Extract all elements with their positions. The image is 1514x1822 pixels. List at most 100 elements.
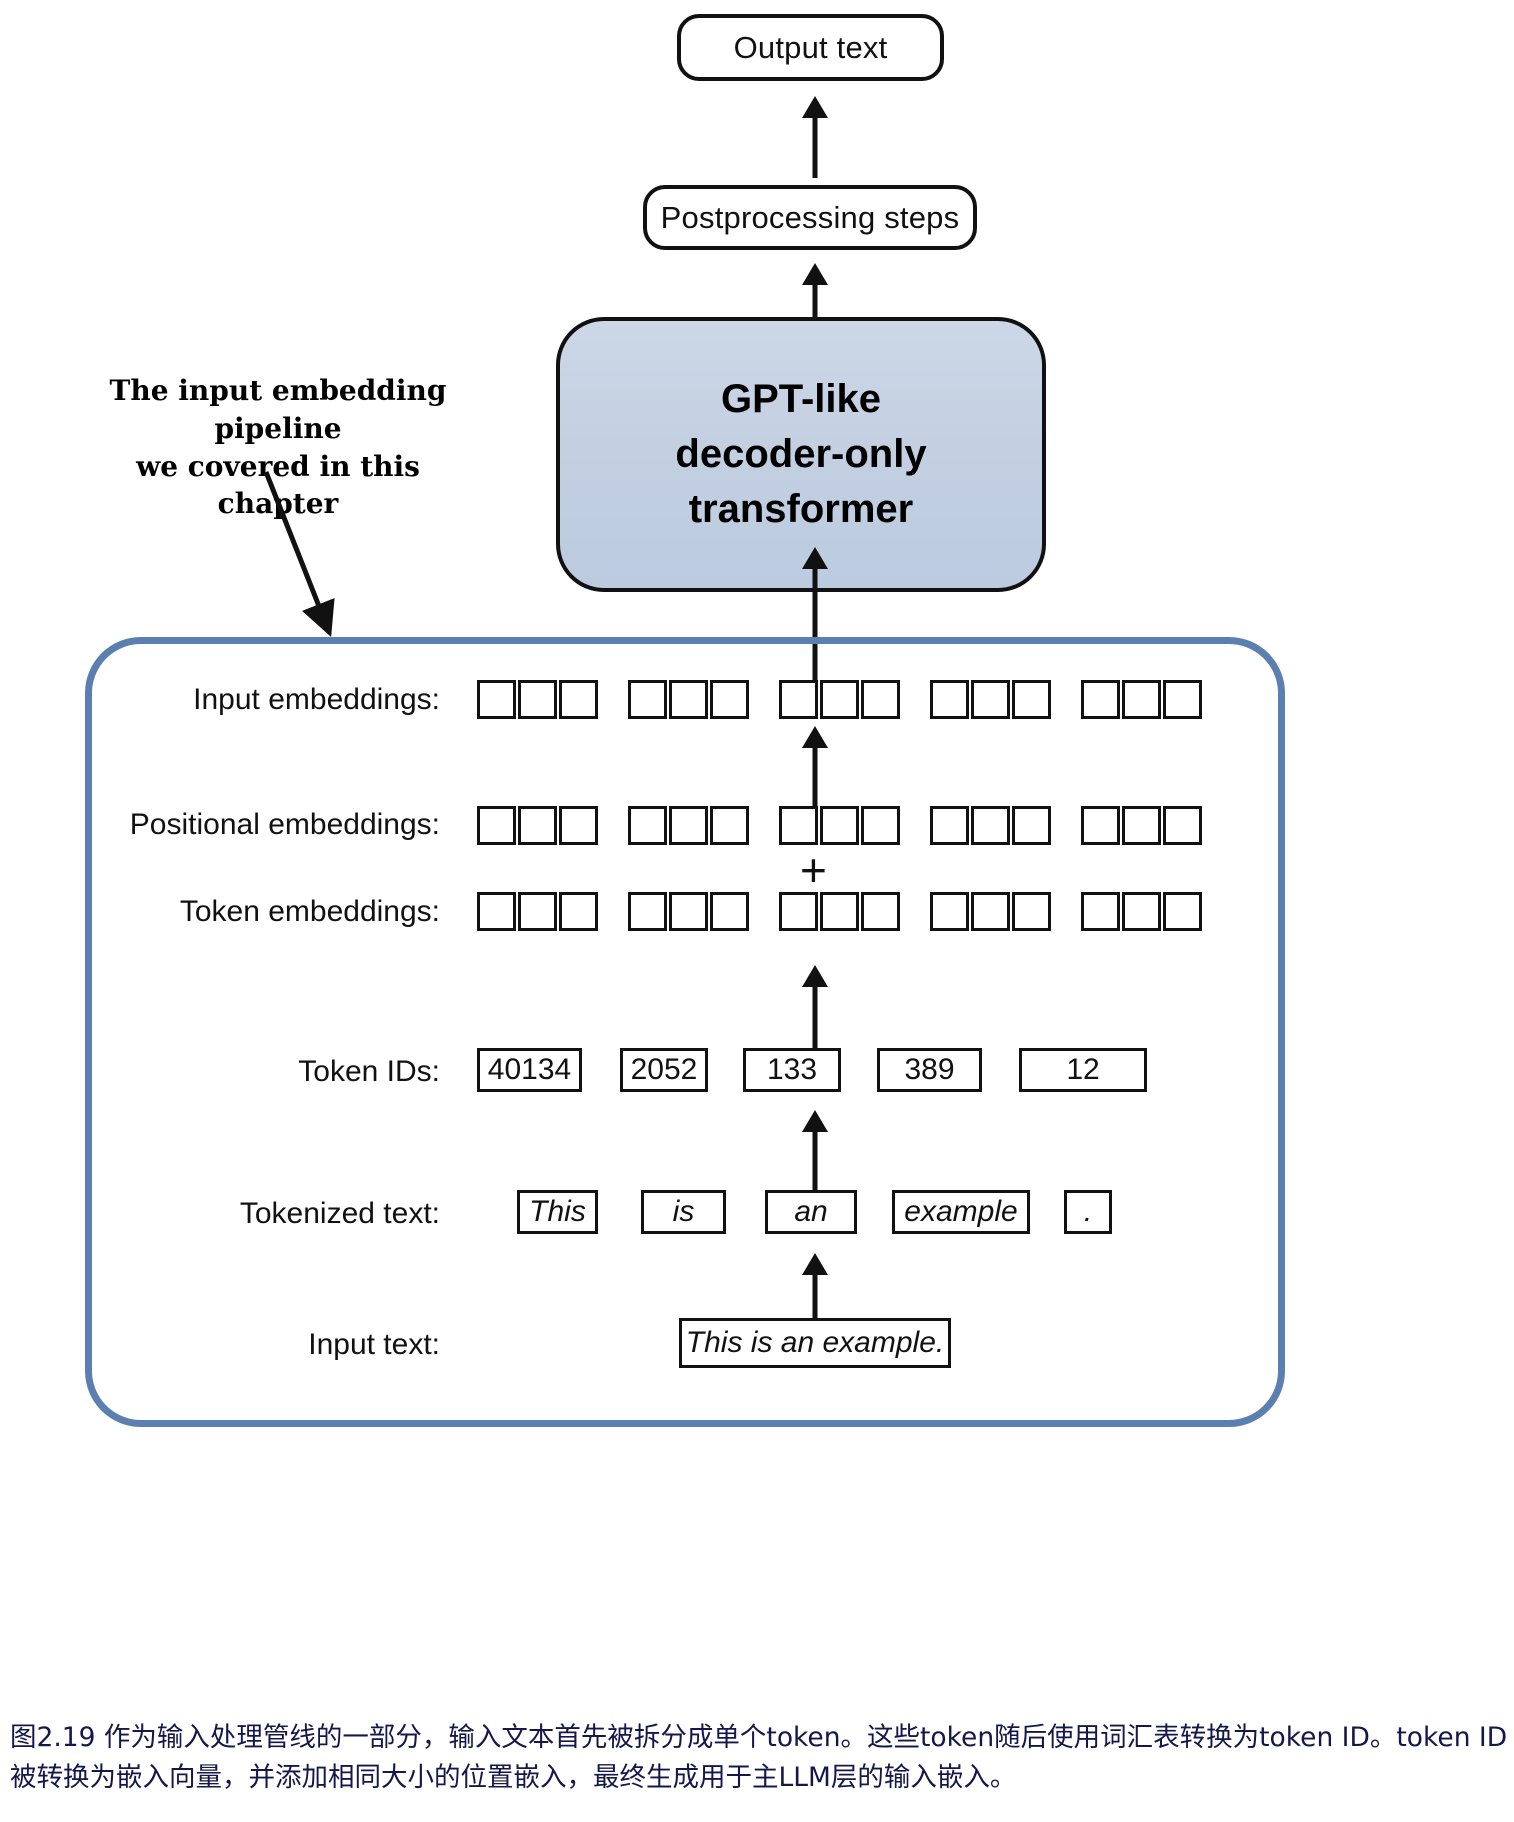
embedding-cell [710,806,749,845]
embedding-cell [820,680,859,719]
embedding-cell [1122,806,1161,845]
embedding-cell [559,680,598,719]
arrow-sum-to-input-embeddings [800,726,830,808]
arrowhead-icon [802,96,828,118]
postprocessing-steps-box: Postprocessing steps [643,185,977,250]
embedding-cell [518,806,557,845]
embedding-cell [861,680,900,719]
embedding-cell [1012,680,1051,719]
arrow-shaft [812,746,818,808]
embedding-cell [930,680,969,719]
embedding-cell [930,892,969,931]
embedding-cell [1122,680,1161,719]
embedding-cell [820,806,859,845]
row-label-token-embeddings: Token embeddings: [179,895,440,928]
embedding-cell [710,680,749,719]
arrow-inputtext-to-tokenized [800,1253,830,1335]
token-id-value: 389 [904,1053,955,1086]
token-id-value: 2052 [630,1053,698,1086]
token-id-box: 389 [877,1048,982,1092]
arrow-postprocessing-to-output [800,96,830,178]
embedding-cell [628,892,667,931]
arrow-shaft [812,567,818,684]
embedding-cell [971,806,1010,845]
annotation-line-1: The input embedding pipeline [109,374,447,445]
token-value: an [794,1195,828,1228]
arrow-shaft [812,1130,818,1195]
arrow-shaft [812,985,818,1055]
token-value: . [1083,1195,1093,1228]
token-ids-row: 40134 2052 133 389 12 [477,1048,1147,1092]
input-embedding-pipeline-container [85,637,1285,1427]
token-value: example [904,1195,1018,1228]
input-text-box: This is an example. [679,1318,951,1368]
token-embeddings-vectors [477,892,1202,931]
arrowhead-icon [802,965,828,987]
token-id-box: 2052 [620,1048,708,1092]
model-label-line-3: transformer [688,487,914,532]
embedding-cell [628,680,667,719]
input-text-row: This is an example. [679,1318,951,1368]
arrowhead-icon [802,1253,828,1275]
arrow-shaft [812,283,818,323]
embedding-cell [628,806,667,845]
embedding-cell [1012,806,1051,845]
arrow-shaft [812,116,818,178]
embedding-cell [1122,892,1161,931]
embedding-vector [628,680,749,719]
row-label-input-text: Input text: [308,1328,440,1361]
embedding-cell [971,892,1010,931]
arrowhead-icon [802,1110,828,1132]
row-label-positional-embeddings: Positional embeddings: [129,808,440,841]
embedding-vector [779,892,900,931]
embedding-vector [1081,892,1202,931]
embedding-cell [559,806,598,845]
token-box: . [1064,1190,1112,1234]
embedding-cell [971,680,1010,719]
embedding-vector [930,806,1051,845]
output-text-label: Output text [733,29,888,65]
arrow-embeddings-to-model [800,547,830,684]
token-box: an [765,1190,857,1234]
embedding-cell [559,892,598,931]
token-value: This [529,1195,586,1228]
embedding-vector [477,806,598,845]
token-box: example [892,1190,1030,1234]
embedding-cell [710,892,749,931]
token-id-box: 40134 [477,1048,582,1092]
token-id-value: 12 [1066,1053,1100,1086]
token-box: This [517,1190,598,1234]
token-value: is [672,1195,695,1228]
embedding-vector [1081,806,1202,845]
token-id-value: 40134 [487,1053,572,1086]
arrow-tokenids-to-token-embeddings [800,965,830,1055]
row-label-token-ids: Token IDs: [298,1055,440,1088]
figure-caption: 图2.19 作为输入处理管线的一部分，输入文本首先被拆分成单个token。这些t… [10,1722,1508,1794]
gpt-decoder-model-box: GPT-like decoder-only transformer [556,317,1046,592]
embedding-cell [1081,892,1120,931]
embedding-cell [1081,806,1120,845]
plus-operator: + [800,844,827,896]
token-box: is [641,1190,726,1234]
embedding-vector [779,680,900,719]
token-id-value: 133 [766,1053,818,1086]
embedding-vector [628,806,749,845]
embedding-cell [1012,892,1051,931]
embedding-vector [779,806,900,845]
postprocessing-steps-label: Postprocessing steps [660,199,960,235]
model-label-line-1: GPT-like [720,376,882,421]
arrow-model-to-postprocessing [800,263,830,323]
arrowhead-icon [802,547,828,569]
embedding-cell [518,892,557,931]
row-label-input-embeddings: Input embeddings: [193,683,440,716]
input-embeddings-vectors [477,680,1202,719]
embedding-cell [779,806,818,845]
embedding-cell [1081,680,1120,719]
embedding-cell [861,892,900,931]
embedding-cell [1163,892,1202,931]
row-label-tokenized-text: Tokenized text: [239,1197,440,1230]
output-text-box: Output text [677,14,944,81]
input-text-value: This is an example. [685,1326,945,1359]
embedding-cell [477,680,516,719]
embedding-cell [930,806,969,845]
